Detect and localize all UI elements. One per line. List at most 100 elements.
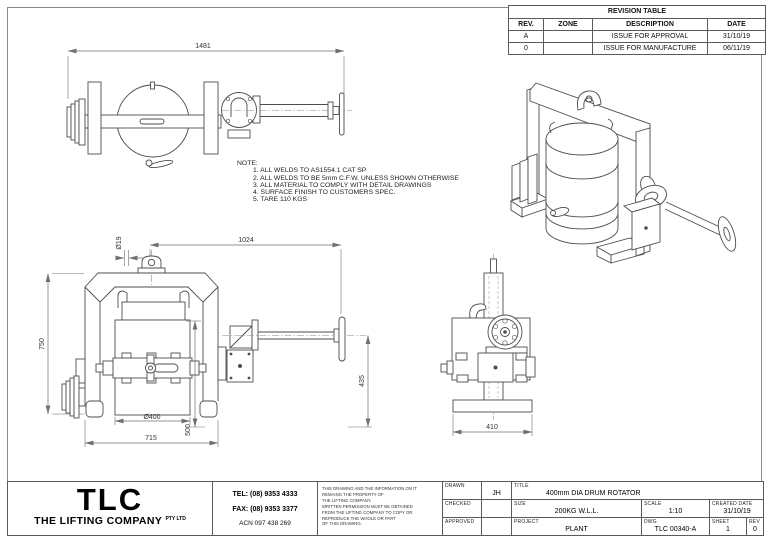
project-value: PLANT xyxy=(565,526,588,533)
checked-value-cell xyxy=(482,500,512,518)
gearbox-end xyxy=(477,352,514,383)
handwheel-left-front xyxy=(61,358,86,419)
col-rev: REV. xyxy=(509,19,544,30)
note-item-2: 2. ALL WELDS TO BE 5mm C.F.W. UNLESS SHO… xyxy=(253,174,459,182)
date-0: 06/11/19 xyxy=(723,45,750,52)
note-item-4: 4. SURFACE FINISH TO CUSTOMERS SPEC. xyxy=(253,189,396,197)
title-label: TITLE xyxy=(514,483,529,489)
front-view: 1024 Ø19 750 xyxy=(39,236,372,447)
dim-drum-depth: 500 xyxy=(185,424,192,436)
gearbox-front xyxy=(217,319,259,383)
frame-rail-left-plan xyxy=(87,81,102,155)
rev-a: A xyxy=(509,31,544,42)
sheet-label: SHEET xyxy=(712,519,730,525)
size-value: 200KG W.L.L. xyxy=(554,508,599,515)
handwheel-right-plan xyxy=(339,92,345,136)
dwg-label: DWG xyxy=(644,519,657,525)
created-date-label: CREATED DATE xyxy=(712,501,753,507)
col-description: DESCRIPTION xyxy=(593,19,708,30)
size-label: SIZE xyxy=(514,501,526,507)
sheet-cell: SHEET 1 xyxy=(710,518,747,535)
drawn-value: JH xyxy=(492,490,501,497)
beam-plan xyxy=(84,114,222,129)
drawn-label-cell: DRAWN xyxy=(443,482,482,500)
contact-cell: TEL: (08) 9353 4333 FAX: (08) 9353 3377 … xyxy=(213,482,318,535)
drum-front xyxy=(95,290,207,416)
company-acn: ACN 097 438 269 xyxy=(239,520,291,527)
desc-a: ISSUE FOR APPROVAL xyxy=(593,31,708,42)
company-name-text: THE LIFTING COMPANY xyxy=(34,515,163,527)
end-view: 410 xyxy=(440,254,536,436)
scale-cell: SCALE 1:10 xyxy=(642,500,710,518)
base-plate-end xyxy=(452,399,533,413)
note-block: NOTE: 1. ALL WELDS TO AS1554.1 CAT SP 2.… xyxy=(237,160,459,204)
scale-value: 1:10 xyxy=(668,508,683,515)
copyright-notice: THIS DRAWING AND THE INFORMATION ON IT R… xyxy=(322,486,417,527)
frame-rail-right-plan xyxy=(203,81,219,155)
revision-table-header: REV. ZONE DESCRIPTION DATE xyxy=(509,19,765,30)
dwg-cell: DWG TLC 00340-A xyxy=(642,518,710,535)
legal-line-5: FROM THE LIFTING COMPANY TO COPY OR xyxy=(322,509,413,515)
plan-view: 1481 xyxy=(66,43,352,169)
company-name: THE LIFTING COMPANY PTY LTD xyxy=(8,515,212,527)
company-logo: TLC xyxy=(76,482,144,517)
frame-front xyxy=(84,272,219,418)
rev-0: 0 xyxy=(509,43,544,54)
sheet-value: 1 xyxy=(726,526,730,533)
iso-lifting-eye xyxy=(577,90,602,111)
title-block: TLC THE LIFTING COMPANY PTY LTD TEL: (08… xyxy=(7,481,764,536)
size-cell: SIZE 200KG W.L.L. xyxy=(512,500,642,518)
desc-0: ISSUE FOR MANUFACTURE xyxy=(593,43,708,54)
company-suffix: PTY LTD xyxy=(165,516,186,522)
date-a: 31/10/19 xyxy=(722,33,751,40)
dim-shaft-height: 435 xyxy=(359,375,366,387)
note-heading: NOTE: xyxy=(237,160,258,167)
rev-value: 0 xyxy=(753,526,757,533)
company-tel: TEL: (08) 9353 4333 xyxy=(232,491,298,498)
approved-label-cell: APPROVED xyxy=(443,518,482,535)
handwheel-right-front xyxy=(338,316,346,362)
dim-handwheel-reach: 1024 xyxy=(238,237,254,244)
created-date-value: 31/10/19 xyxy=(723,508,751,515)
legal-line-7: OF THIS DRAWING. xyxy=(322,521,362,527)
company-fax: FAX: (08) 9353 3377 xyxy=(232,506,298,513)
revision-table: REVISION TABLE REV. ZONE DESCRIPTION DAT… xyxy=(508,5,766,55)
zone-a xyxy=(544,31,593,42)
note-item-5: 5. TARE 110 KGS xyxy=(253,196,308,204)
revision-row-0: 0 ISSUE FOR MANUFACTURE 06/11/19 xyxy=(509,42,765,54)
note-item-1: 1. ALL WELDS TO AS1554.1 CAT SP xyxy=(253,167,367,175)
drawn-label: DRAWN xyxy=(445,483,465,489)
drawing-title: 400mm DIA DRUM ROTATOR xyxy=(546,490,641,497)
iso-handwheel-left xyxy=(527,153,538,205)
iso-handwheel-right xyxy=(717,216,737,252)
col-date: DATE xyxy=(727,21,746,28)
project-cell: PROJECT PLANT xyxy=(512,518,642,535)
isometric-view xyxy=(509,82,737,264)
dim-base-width: 410 xyxy=(486,424,498,431)
legal-line-3: THE LIFTING COMPANY. xyxy=(322,497,372,503)
iso-drum xyxy=(545,118,619,245)
dim-eye-hole: Ø19 xyxy=(116,236,123,249)
gearbox-flange-plan xyxy=(221,92,257,128)
created-date-cell: CREATED DATE 31/10/19 xyxy=(710,500,764,518)
dim-plan-overall: 1481 xyxy=(195,43,211,50)
handwheel-left-plan xyxy=(78,98,86,146)
checked-label-cell: CHECKED xyxy=(443,500,482,518)
note-item-3: 3. ALL MATERIAL TO COMPLY WITH DETAIL DR… xyxy=(253,181,432,189)
revision-row-a: A ISSUE FOR APPROVAL 31/10/19 xyxy=(509,30,765,42)
revision-table-title: REVISION TABLE xyxy=(509,6,765,19)
approved-label: APPROVED xyxy=(445,519,475,525)
flange-end xyxy=(487,314,523,350)
col-zone: ZONE xyxy=(544,19,593,30)
clamp-latch xyxy=(153,363,179,373)
checked-label: CHECKED xyxy=(445,501,471,507)
title-cell: TITLE 400mm DIA DRUM ROTATOR xyxy=(512,482,764,500)
rev-label: REV xyxy=(749,519,760,525)
rev-cell: REV 0 xyxy=(747,518,763,535)
approved-value-cell xyxy=(482,518,512,535)
project-label: PROJECT xyxy=(514,519,539,525)
iso-gearbox xyxy=(623,175,667,251)
legal-line-2: REMAING THE PROPERTY OF xyxy=(322,491,384,497)
